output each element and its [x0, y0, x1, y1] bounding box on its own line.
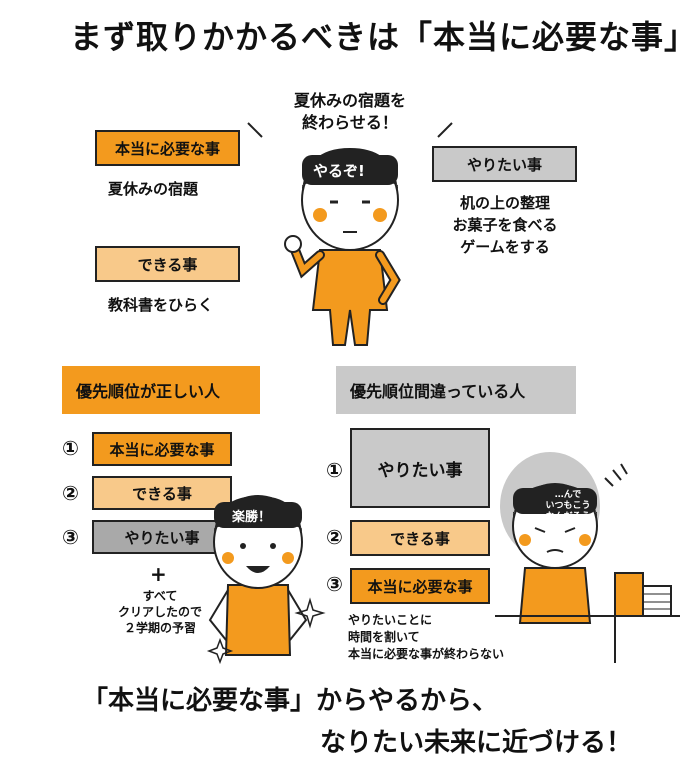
happy-boy-headband-text: 楽勝！	[232, 510, 272, 525]
boy-illustration-top	[284, 148, 401, 346]
plus-sign: +	[150, 562, 167, 586]
left-note: すべて クリアしたので ２学期の予習	[100, 588, 220, 636]
head-text-line: なんだろう	[545, 512, 591, 522]
want-list: 机の上の整理 お菓子を食べる ゲームをする	[440, 192, 570, 258]
sad-boy-head-text: …んで いつもこう なんだろう	[535, 490, 601, 523]
right-note-line: やりたいことに	[348, 613, 433, 627]
left-note-line: すべて	[142, 589, 178, 603]
right-item-1: やりたい事	[350, 428, 490, 508]
head-text-line: いつもこう	[545, 501, 591, 511]
speech-lines	[247, 122, 453, 138]
possible-text: 教科書をひらく	[108, 296, 214, 314]
bottom-line-1: 「本当に必要な事」からやるから、	[82, 686, 499, 716]
right-note-line: 本当に必要な事が終わらない	[348, 647, 505, 661]
speech-bubble: 夏休みの宿題を 終わらせる！	[240, 90, 460, 134]
want-item: ゲームをする	[460, 238, 550, 256]
boy-headband-text: やるぞ!	[313, 162, 365, 180]
want-item: お菓子を食べる	[452, 216, 558, 234]
left-section-header: 優先順位が正しい人	[62, 366, 260, 414]
right-section-header: 優先順位間違っている人	[336, 366, 576, 414]
right-note-line: 時間を割いて	[348, 630, 420, 644]
boy-illustration-happy	[208, 495, 308, 656]
left-number-1: ①	[62, 436, 79, 460]
want-item: 机の上の整理	[459, 194, 550, 212]
right-note: やりたいことに 時間を割いて 本当に必要な事が終わらない	[348, 612, 504, 663]
want-label-box: やりたい事	[432, 146, 577, 182]
bottom-line-2: なりたい未来に近づける！	[320, 728, 633, 758]
left-note-line: ２学期の予習	[123, 621, 196, 635]
page-title: まず取りかかるべきは「本当に必要な事」	[70, 18, 698, 56]
left-item-1: 本当に必要な事	[92, 432, 232, 466]
right-number-1: ①	[326, 458, 343, 482]
right-item-3: 本当に必要な事	[350, 568, 490, 604]
right-number-3: ③	[326, 572, 343, 596]
left-item-3: やりたい事	[92, 520, 232, 554]
boy-illustration-sad	[495, 452, 680, 663]
necessary-label-box: 本当に必要な事	[95, 130, 240, 166]
speech-line-1: 夏休みの宿題を	[293, 91, 406, 110]
left-item-2: できる事	[92, 476, 232, 510]
left-note-line: クリアしたので	[117, 605, 202, 619]
speech-line-2: 終わらせる！	[302, 113, 398, 132]
right-number-2: ②	[326, 525, 343, 549]
possible-label-box: できる事	[95, 246, 240, 282]
left-number-2: ②	[62, 481, 79, 505]
left-number-3: ③	[62, 525, 79, 549]
head-text-line: …んで	[554, 490, 582, 500]
sparkle-icon	[206, 597, 326, 665]
necessary-text: 夏休みの宿題	[108, 180, 199, 198]
right-item-2: できる事	[350, 520, 490, 556]
